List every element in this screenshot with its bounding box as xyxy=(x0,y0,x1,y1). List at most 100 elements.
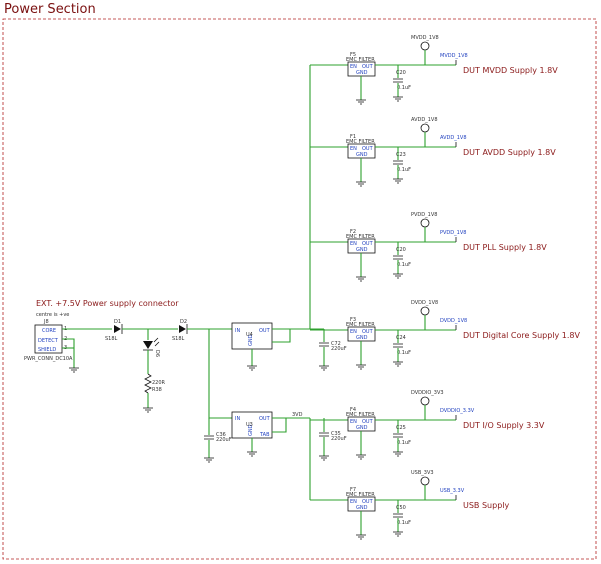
cap-value: 0.1uF xyxy=(397,350,411,356)
c36-ref: C36 xyxy=(216,432,226,438)
ground-icon xyxy=(356,364,366,370)
c35-ref: C35 xyxy=(331,431,341,437)
ground-icon xyxy=(393,96,403,102)
filter-gnd-pin: GND xyxy=(356,505,368,511)
capacitor-icon xyxy=(393,433,403,438)
ground-icon xyxy=(356,534,366,540)
test-point-icon xyxy=(420,123,430,133)
diode-icon xyxy=(179,325,186,333)
ground-icon xyxy=(393,361,403,367)
capacitor-c72: C72 220uF xyxy=(319,329,347,371)
supply-label: DUT Digital Core Supply 1.8V xyxy=(463,331,581,340)
capacitor-icon xyxy=(393,255,403,260)
u3-ref: U3 xyxy=(246,422,253,428)
cap-value: 0.1uF xyxy=(397,520,411,526)
filter-out-pin: OUT xyxy=(362,146,374,152)
wire-u3-tab xyxy=(272,418,287,433)
cap-value: 0.1uF xyxy=(397,440,411,446)
connector-ref: J8 xyxy=(43,319,49,325)
filter-en-pin: EN xyxy=(350,499,357,505)
net-label: DVDD_1V8 xyxy=(440,318,467,324)
net-label: AVDD_1V8 xyxy=(440,135,467,141)
resistor-r38: 220R R38 xyxy=(144,373,166,394)
supply-label: DUT AVDD Supply 1.8V xyxy=(463,148,556,157)
wire-gnd-j8 xyxy=(62,338,75,368)
u3-out-pin: OUT xyxy=(259,416,271,422)
ground-icon xyxy=(356,181,366,187)
capacitor-icon xyxy=(393,78,403,83)
regulator-u3: IN OUT TAB GND U3 xyxy=(231,411,273,439)
filter-en-pin: EN xyxy=(350,146,357,152)
supply-label: DUT MVDD Supply 1.8V xyxy=(463,66,558,75)
ground-icon xyxy=(356,454,366,460)
net-name: USB_3V3 xyxy=(411,470,434,476)
cap-value: 0.1uF xyxy=(397,167,411,173)
connector-heading: EXT. +7.5V Power supply connector xyxy=(36,299,179,308)
cap-ref: C20 xyxy=(396,247,406,253)
u4-in-pin: IN xyxy=(235,328,240,334)
net-label: MVDD_1V8 xyxy=(440,53,468,59)
c72-value: 220uF xyxy=(331,346,347,352)
capacitor-c36: C36 220uF xyxy=(204,432,232,463)
diode-icon xyxy=(114,325,121,333)
net-name: MVDD_1V8 xyxy=(411,35,439,41)
cap-ref: C25 xyxy=(396,425,406,431)
filter-ref: F7 xyxy=(350,487,356,493)
filter-out-pin: OUT xyxy=(362,329,374,335)
filter-gnd-pin: GND xyxy=(356,152,368,158)
ground-icon xyxy=(204,457,214,463)
filter-en-pin: EN xyxy=(350,241,357,247)
filter-out-pin: OUT xyxy=(362,241,374,247)
regulator-body xyxy=(231,322,273,350)
connector-pin-core: CORE xyxy=(42,328,56,334)
wire-u4-tab xyxy=(272,329,291,343)
ground-icon xyxy=(69,367,79,373)
filter-gnd-pin: GND xyxy=(356,70,368,76)
filter-gnd-pin: GND xyxy=(356,335,368,341)
d2-part: S18L xyxy=(172,336,185,342)
ground-icon xyxy=(319,365,329,371)
diode-d1: D1 S18L xyxy=(105,319,123,342)
connector-part: PWR_CONN_DC10A xyxy=(24,356,73,362)
u3-tab-pin: TAB xyxy=(259,432,270,438)
net-name: PVDD_1V8 xyxy=(411,212,437,218)
u4-out-pin: OUT xyxy=(259,328,271,334)
ground-icon xyxy=(393,451,403,457)
u4-ref: U4 xyxy=(246,332,253,338)
cap-ref: C23 xyxy=(396,152,406,158)
capacitor-icon xyxy=(393,343,403,348)
ground-icon xyxy=(143,407,153,413)
connector-j8: EXT. +7.5V Power supply connector centre… xyxy=(24,299,179,362)
cap-value: 0.1uF xyxy=(397,262,411,268)
test-point-icon xyxy=(420,306,430,316)
test-point-icon xyxy=(420,218,430,228)
led-icon xyxy=(143,341,153,349)
net-3v3-label: 3VD xyxy=(292,412,303,418)
filter-name: EMC FILTER xyxy=(346,322,375,328)
filter-out-pin: OUT xyxy=(362,499,374,505)
capacitor-c35: C35 220uF xyxy=(319,418,347,461)
u3-in-pin: IN xyxy=(235,416,240,422)
connector-pin-detect: DETECT xyxy=(38,338,59,344)
supply-label: USB Supply xyxy=(463,501,509,510)
resistor-value: 220R xyxy=(152,380,166,386)
diode-d2: D2 S18L xyxy=(172,319,188,342)
d1-ref: D1 xyxy=(114,319,121,325)
ground-icon xyxy=(393,531,403,537)
filter-name: EMC FILTER xyxy=(346,234,375,240)
filter-ref: F1 xyxy=(350,134,356,140)
filter-ref: F2 xyxy=(350,229,356,235)
resistor-icon xyxy=(144,373,152,394)
ground-icon xyxy=(356,276,366,282)
filter-name: EMC FILTER xyxy=(346,492,375,498)
d2-ref: D2 xyxy=(180,319,187,325)
section-title: Power Section xyxy=(4,2,96,17)
cap-value: 0.1uF xyxy=(397,85,411,91)
ground-icon xyxy=(356,99,366,105)
d1-part: S18L xyxy=(105,336,118,342)
filter-gnd-pin: GND xyxy=(356,425,368,431)
